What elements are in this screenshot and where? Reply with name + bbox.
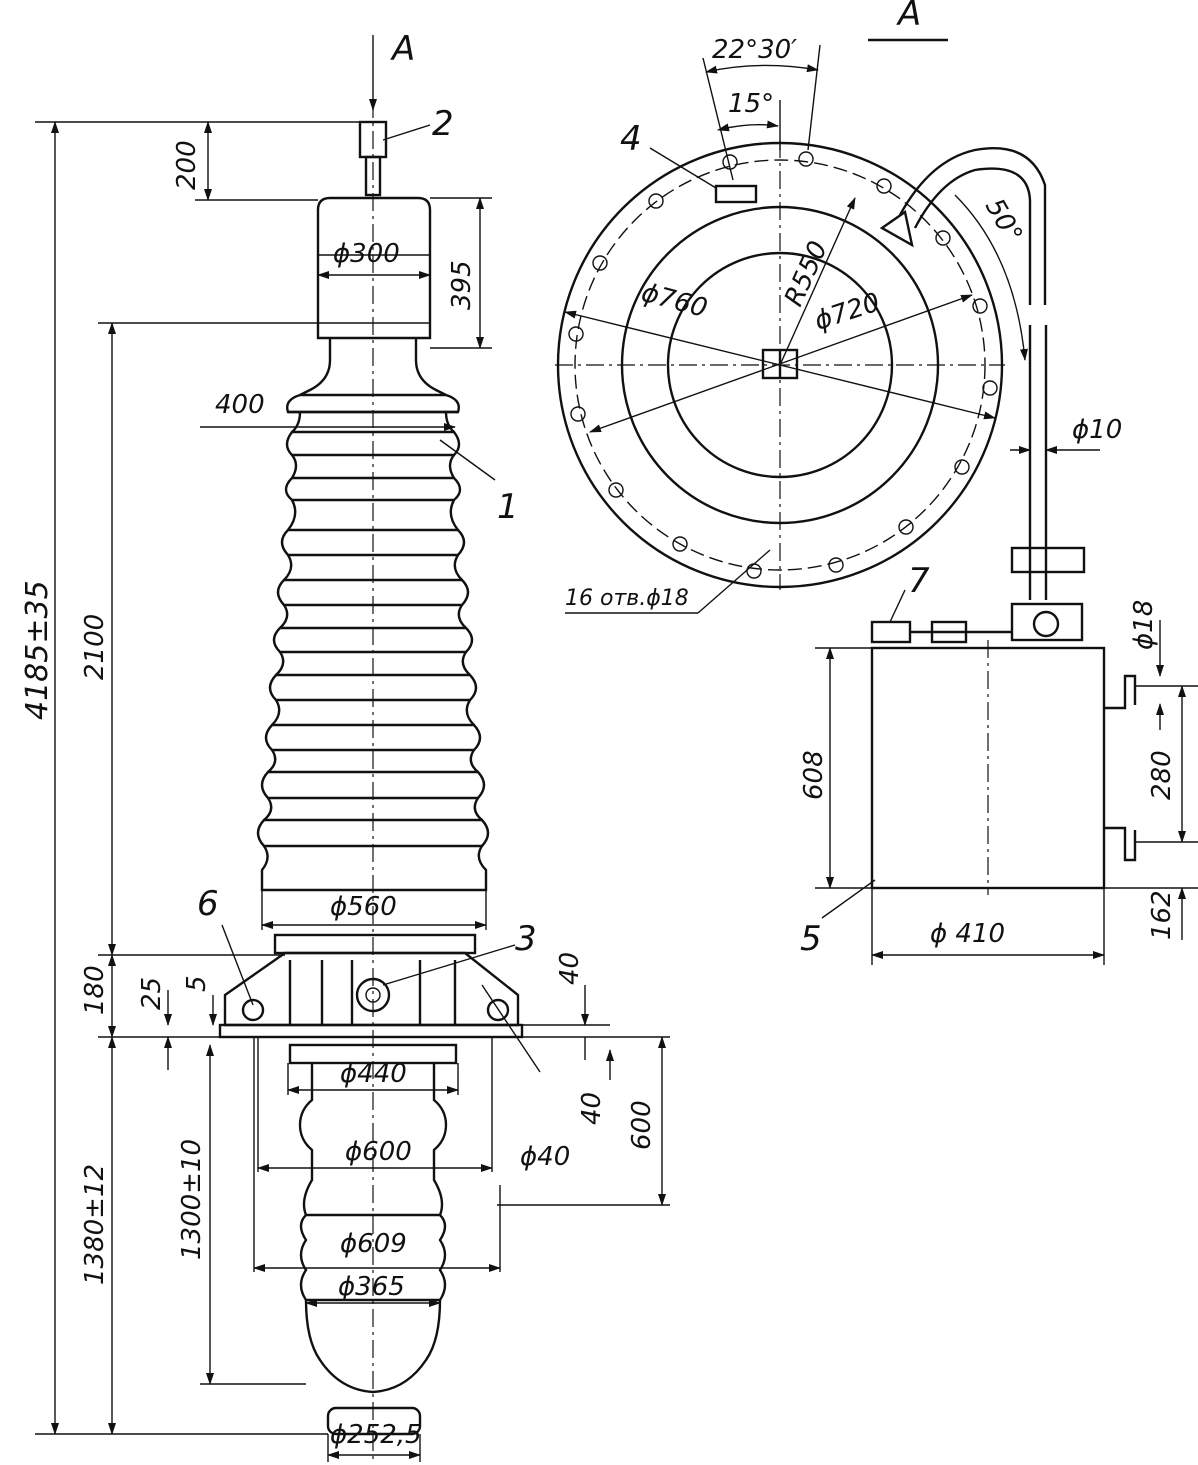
tank-nozzle-bottom xyxy=(1104,826,1137,862)
valve xyxy=(879,209,914,248)
total-height-label: 4185±35 xyxy=(20,580,55,720)
radius-dim xyxy=(779,197,856,366)
angle-outer-arc xyxy=(705,64,819,74)
callout-1-leader xyxy=(439,439,496,481)
shed-width-label: 400 xyxy=(215,390,265,420)
tank-dia-label: ϕ 410 xyxy=(930,919,1005,949)
angle-inner-label: 15° xyxy=(728,89,774,119)
bushing-neck xyxy=(299,338,447,397)
tank-height-label: 608 xyxy=(799,750,829,800)
terminal-h-label: 200 xyxy=(172,140,202,190)
tank-pipe-dia-label: ϕ18 xyxy=(1129,600,1159,650)
dim-25-label: 25 xyxy=(137,977,167,1010)
upper-height-label: 2100 xyxy=(80,614,110,680)
vent-pipe-outer xyxy=(898,147,1047,305)
section-label: A xyxy=(896,0,921,34)
callout-6: 6 xyxy=(197,884,219,924)
angle-pipe-arc xyxy=(954,194,1028,361)
vent-pipe-dia-label: ϕ10 xyxy=(1072,415,1122,445)
angle-pipe-label: 50° xyxy=(979,194,1028,249)
holes-leader xyxy=(697,549,771,614)
callout-2: 2 xyxy=(432,104,454,144)
cap-h-label: 395 xyxy=(447,260,477,310)
base-plate xyxy=(218,1023,524,1039)
bushing-side-view: A 2 ϕ300 xyxy=(20,29,670,1462)
inner-dia-label: ϕ720 xyxy=(811,287,884,336)
lower-inner-height-label: 1300±10 xyxy=(177,1139,207,1260)
cap-dia-label: ϕ300 xyxy=(333,239,400,269)
callout-2-leader xyxy=(382,124,431,141)
outer-dia-label: ϕ760 xyxy=(638,278,710,324)
callout-1: 1 xyxy=(497,487,519,527)
vent-pipe-inner xyxy=(913,167,1032,305)
callout-4-leader xyxy=(649,147,717,189)
radius-label: R550 xyxy=(779,237,834,311)
mounting-flange-top xyxy=(273,933,477,955)
flange-hole-left xyxy=(241,998,265,1022)
pipe-fitting xyxy=(1010,602,1084,642)
callout-7-leader xyxy=(889,589,906,623)
pipe-clamp xyxy=(1010,546,1086,574)
view-arrow-label: A xyxy=(390,29,415,69)
flange-top-view: A ϕ760 xyxy=(555,0,1122,614)
gauge-boss xyxy=(714,184,758,204)
dim-40-top-label: 40 xyxy=(555,952,585,985)
tank-nozzle-top xyxy=(1104,674,1137,710)
bottom-terminal xyxy=(326,1406,422,1436)
flange-hole-right xyxy=(486,998,510,1022)
earth-bolt xyxy=(355,977,391,1013)
lower-d4-label: ϕ365 xyxy=(338,1272,405,1302)
expansion-tank-view: 7 608 ϕ 410 5 280 162 ϕ18 xyxy=(799,546,1198,965)
holes-note-label: 16 отв.ϕ18 xyxy=(565,586,689,611)
upper-porcelain-sheds xyxy=(256,393,490,892)
hole-leader xyxy=(481,984,541,1073)
callout-3: 3 xyxy=(515,919,537,959)
bottom-dia-label: ϕ252,5 xyxy=(330,1420,422,1450)
flange-h-label: 180 xyxy=(80,965,110,1015)
dim-280-label: 280 xyxy=(1147,750,1177,800)
dim-40-bottom-label: 40 xyxy=(577,1092,607,1125)
mounting-flange-body xyxy=(223,951,520,1027)
angle-outer-label: 22°30′ xyxy=(712,35,797,65)
lower-d2-label: ϕ600 xyxy=(345,1137,412,1167)
hole-dia-label: ϕ40 xyxy=(520,1142,570,1172)
dim-162-label: 162 xyxy=(1147,890,1177,940)
bushing-cap xyxy=(316,196,432,340)
tank-valve xyxy=(870,620,912,644)
callout-3-leader xyxy=(382,944,516,986)
angle-inner-arc xyxy=(717,120,779,132)
callout-7: 7 xyxy=(908,561,930,601)
callout-4: 4 xyxy=(620,119,642,159)
lower-d1-label: ϕ440 xyxy=(340,1059,407,1089)
callout-5-leader xyxy=(821,879,876,919)
callout-5: 5 xyxy=(800,919,822,959)
flange-dia-label: ϕ560 xyxy=(330,892,397,922)
lower-height-label: 1380±12 xyxy=(80,1164,110,1285)
dim-600-v-label: 600 xyxy=(627,1100,657,1150)
callout-6-leader xyxy=(221,924,254,1006)
lower-porcelain xyxy=(288,1043,458,1436)
dim-5-label: 5 xyxy=(182,975,212,992)
lower-d3-label: ϕ609 xyxy=(340,1229,407,1259)
terminal-stem xyxy=(364,155,382,197)
